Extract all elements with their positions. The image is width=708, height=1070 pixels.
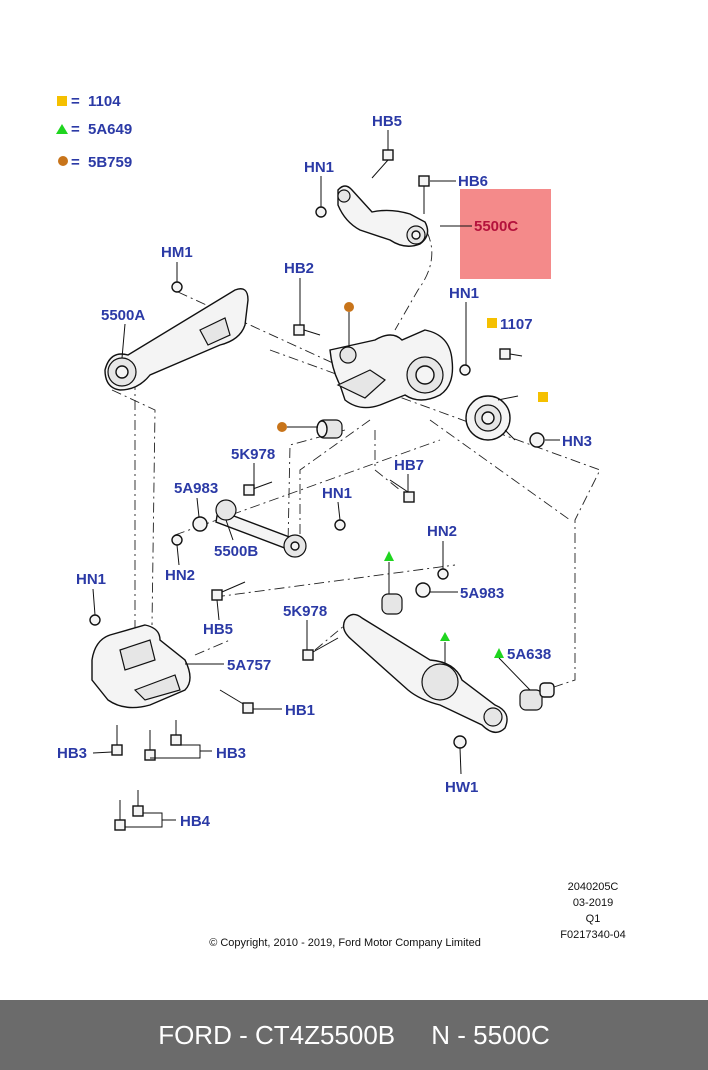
label-5500a: 5500A	[101, 307, 145, 324]
label-hb5-low: HB5	[203, 621, 233, 638]
nut-hn1-low	[334, 519, 346, 531]
upper-arm-5500c	[337, 185, 429, 247]
nut-hn2-a	[171, 534, 183, 546]
footer-part-number: FORD - CT4Z5500B	[158, 1019, 396, 1050]
bushing-5a638	[519, 682, 555, 711]
bushing-5b759-b	[316, 419, 343, 439]
doc-date: 03-2019	[573, 897, 613, 909]
marker-triangle-c	[494, 648, 504, 658]
label-hb3-left: HB3	[57, 745, 87, 762]
marker-square-hub	[538, 392, 548, 402]
nut-5a983-b	[415, 582, 431, 598]
marker-square-1107	[487, 318, 497, 328]
label-hn3: HN3	[562, 433, 592, 450]
label-5a983-b: 5A983	[460, 585, 504, 602]
bolt-hb3-c	[170, 720, 182, 746]
doc-figure-id: F0217340-04	[560, 929, 625, 941]
label-hn1-top: HN1	[304, 159, 334, 176]
nut-hn1-mid	[459, 364, 471, 376]
label-1107: 1107	[500, 316, 533, 333]
label-hb6: HB6	[458, 173, 488, 190]
bolt-hb3-b	[144, 730, 156, 761]
legend-code-5a649: 5A649	[88, 121, 132, 138]
doc-number: 2040205C	[568, 881, 619, 893]
label-hn1-mid: HN1	[449, 285, 479, 302]
bushing-5a649-a	[381, 593, 403, 615]
legend-triangle-icon	[56, 124, 68, 134]
footer-spacer	[395, 1020, 431, 1051]
doc-quarter: Q1	[586, 913, 601, 925]
footer-bar: FORD - CT4Z5500B N - 5500C	[0, 1000, 708, 1070]
legend-eq: =	[71, 93, 80, 110]
leader-lines	[92, 130, 560, 828]
label-hb5-top: HB5	[372, 113, 402, 130]
bolt-hb6	[418, 175, 430, 214]
nut-hn2-b	[437, 568, 449, 580]
nut-hn1-top	[315, 206, 327, 218]
nut-5a983-a	[192, 516, 208, 532]
label-hb7: HB7	[394, 457, 424, 474]
label-5k978-b: 5K978	[283, 603, 327, 620]
label-hn2-b: HN2	[427, 523, 457, 540]
nut-hm1	[171, 281, 183, 293]
bolt-hb1	[219, 689, 254, 714]
label-hb2: HB2	[284, 260, 314, 277]
bolt-hb3-a	[111, 725, 123, 756]
trailing-arm-5500a	[104, 288, 249, 391]
label-hn1-low: HN1	[322, 485, 352, 502]
label-hn1-left: HN1	[76, 571, 106, 588]
label-5k978-a: 5K978	[231, 446, 275, 463]
marker-triangle-b	[440, 632, 450, 641]
bolt-hb4-a	[114, 800, 126, 831]
label-5a757: 5A757	[227, 657, 271, 674]
label-5500b: 5500B	[214, 543, 258, 560]
legend-eq: =	[71, 121, 80, 138]
label-5500c: 5500C	[474, 218, 518, 235]
label-hw1: HW1	[445, 779, 478, 796]
highlight-box-5500c	[460, 189, 551, 279]
bolt-1107	[499, 348, 523, 360]
label-hb4: HB4	[180, 813, 211, 830]
document-info: 2040205C 03-2019 Q1 F0217340-04	[560, 881, 625, 941]
marker-triangle-a	[384, 551, 394, 561]
legend-code-5b759: 5B759	[88, 154, 132, 171]
legend-eq: =	[71, 154, 80, 171]
bolt-hb5-top	[371, 149, 394, 179]
bolt-hb4-b	[132, 790, 144, 817]
legend-circle-icon	[58, 156, 68, 166]
label-hm1: HM1	[161, 244, 193, 261]
legend-code-1104: 1104	[88, 93, 121, 110]
nut-hn1-left	[89, 614, 101, 626]
label-5a638: 5A638	[507, 646, 551, 663]
knuckle	[329, 329, 454, 409]
bolt-5k978-b	[302, 637, 339, 661]
label-hb1: HB1	[285, 702, 315, 719]
marker-circle-a	[344, 302, 354, 312]
hub-bearing	[465, 395, 519, 441]
nut-hn3	[529, 432, 545, 448]
callout-labels: HB5 HN1 HB6 5500C HM1 HB2 HN1 1107 5500A…	[57, 113, 592, 830]
label-hn2-a: HN2	[165, 567, 195, 584]
label-5a983-a: 5A983	[174, 480, 218, 497]
lateral-link-5500b	[215, 499, 307, 558]
lower-arm	[342, 613, 508, 733]
legend-square-icon	[57, 96, 67, 106]
bolt-hb5-low	[211, 581, 246, 601]
subframe-mount-5a757	[91, 624, 191, 709]
legend: = 1104 = 5A649 = 5B759	[56, 93, 132, 171]
bolt-5k978-a	[243, 481, 273, 496]
washer-hw1	[453, 735, 467, 749]
copyright-notice: © Copyright, 2010 - 2019, Ford Motor Com…	[209, 937, 481, 949]
bushing-5b759-a	[339, 346, 357, 364]
label-hb3-right: HB3	[216, 745, 246, 762]
footer-reference: N - 5500C	[431, 1019, 550, 1050]
marker-circle-b	[277, 422, 287, 432]
bolt-hb2	[293, 324, 321, 336]
exploded-parts-diagram: = 1104 = 5A649 = 5B759	[56, 93, 626, 949]
bolt-hb7	[389, 479, 415, 503]
